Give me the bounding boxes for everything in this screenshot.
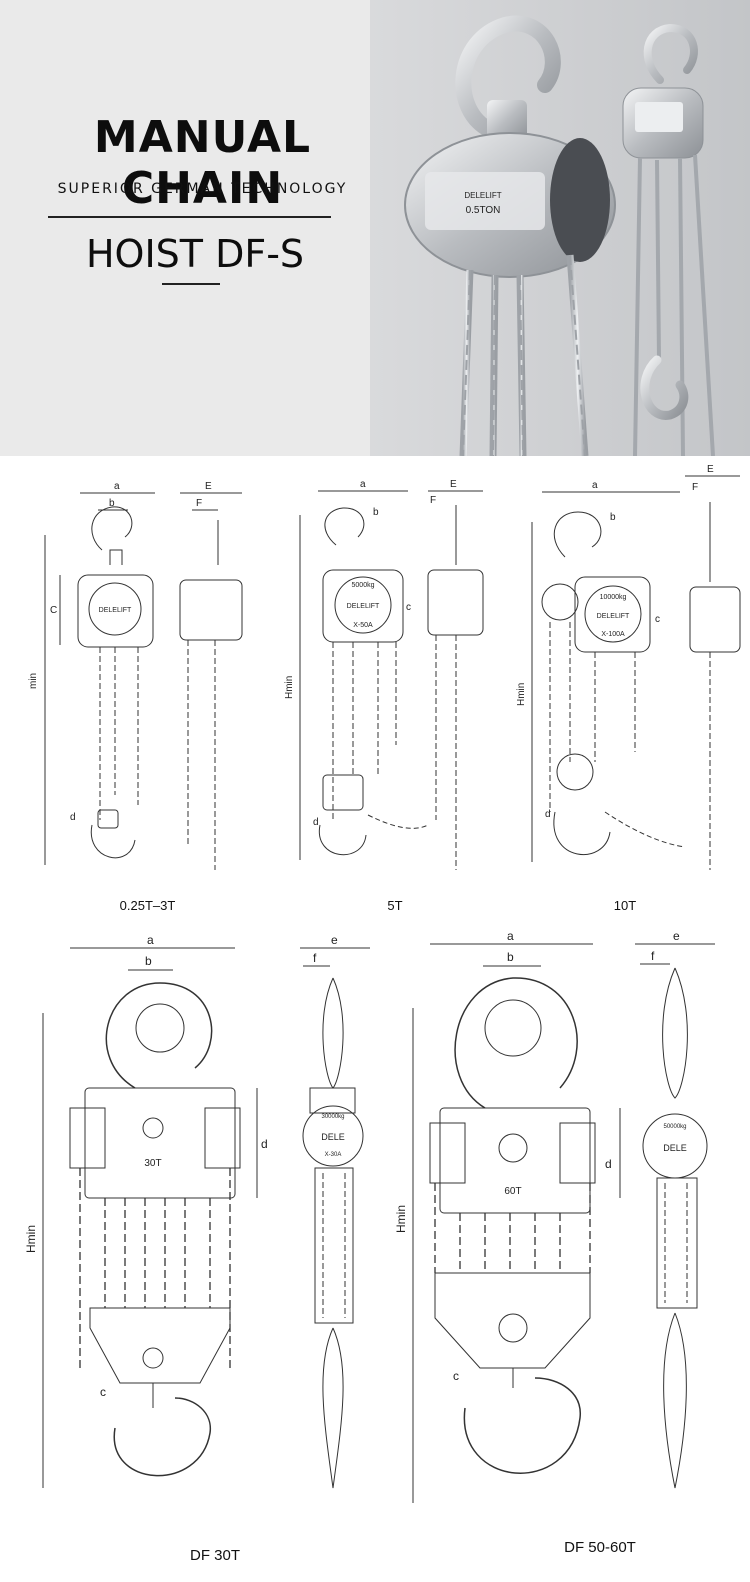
side-rating: 50000kg	[663, 1124, 686, 1130]
dim-label-b: b	[507, 950, 514, 964]
dim-label-e: E	[205, 481, 212, 492]
side-model: X-30A	[325, 1152, 342, 1158]
dim-label-e: e	[673, 929, 680, 943]
plate-label: 30T	[144, 1158, 161, 1169]
dim-label-hmin: Hmin	[516, 683, 527, 706]
drawing-model: X-100A	[601, 631, 625, 638]
dim-label-hmin: Hmin	[25, 1225, 38, 1253]
drawing-brand: DELELIFT	[99, 607, 132, 614]
dim-label-f: f	[313, 951, 317, 965]
dim-label-d: d	[605, 1157, 612, 1171]
dim-label-e: E	[707, 464, 714, 475]
drawing-df-30t: a b d Hmin c 30T e f 30000kg DELE X-30A	[25, 933, 370, 1489]
dim-label-d: d	[70, 812, 76, 823]
drawing-brand: DELELIFT	[347, 603, 380, 610]
drawing-rating: 5000kg	[352, 582, 375, 589]
plate-label: 60T	[504, 1186, 521, 1197]
caption-5t: 5T	[387, 898, 403, 913]
dim-label-c: c	[655, 614, 660, 625]
caption-10t: 10T	[613, 898, 637, 913]
dim-label-c: c	[100, 1385, 106, 1399]
dim-label-min: min	[28, 673, 39, 689]
dim-label-d: d	[313, 817, 319, 828]
banner-subtitle: SUPERIOR GERMAN TECHNOLOGY	[57, 181, 348, 197]
dim-label-e: E	[450, 479, 457, 490]
dim-label-c: c	[453, 1369, 459, 1383]
dim-label-a: a	[507, 929, 514, 943]
banner-underline	[162, 283, 220, 285]
banner-title: MANUAL CHAIN	[93, 112, 312, 214]
dim-label-e: e	[331, 933, 338, 947]
dim-label-a: a	[592, 480, 598, 491]
dim-label-f: f	[651, 949, 655, 963]
hero-banner: MANUAL CHAIN SUPERIOR GERMAN TECHNOLOGY …	[0, 0, 750, 456]
drawing-model: X-50A	[353, 622, 373, 629]
banner-text-panel	[0, 0, 395, 456]
side-brand: DELE	[321, 1132, 345, 1142]
drawing-df-50-60t: a b d Hmin c 60T e f 50000kg DELE	[395, 929, 715, 1503]
dim-label-a: a	[360, 479, 366, 490]
drawing-10t: a b c Hmin d 10000kg DELELIFT X-100A E F	[516, 464, 741, 870]
dim-label-b: b	[610, 512, 616, 523]
caption-df-30t: DF 30T	[189, 1547, 240, 1564]
dim-label-c: c	[406, 602, 411, 613]
dim-label-f: F	[430, 495, 436, 506]
caption-df-50-60t: DF 50-60T	[564, 1539, 636, 1556]
dim-label-f: F	[196, 498, 202, 509]
dim-label-a: a	[114, 481, 120, 492]
dim-label-b: b	[109, 498, 115, 509]
banner-model: HOIST DF-S	[85, 232, 305, 276]
dim-label-hmin: Hmin	[395, 1205, 408, 1233]
photo-label-text: 0.5TON	[466, 205, 501, 216]
drawing-brand: DELELIFT	[597, 613, 630, 620]
dim-label-d: d	[545, 809, 551, 820]
dim-label-f: F	[692, 482, 698, 493]
side-brand: DELE	[663, 1143, 687, 1153]
dim-label-d: d	[261, 1137, 268, 1151]
banner-divider	[48, 216, 331, 218]
drawing-5t: a b c Hmin d 5000kg DELELIFT X-50A E F	[284, 479, 484, 870]
dim-label-hmin: Hmin	[284, 676, 295, 699]
dim-label-b: b	[373, 507, 379, 518]
dim-label-b: b	[145, 954, 152, 968]
photo-brand-text: DELELIFT	[464, 191, 501, 200]
side-rating: 30000kg	[321, 1114, 344, 1120]
drawing-rating: 10000kg	[600, 594, 627, 601]
drawing-0-25t-3t: a b C min d DELELIFT E F	[28, 481, 243, 870]
dim-label-a: a	[147, 933, 154, 947]
hoist-product-photo: DELELIFT 0.5TON	[404, 15, 715, 456]
dim-label-c: C	[50, 605, 57, 616]
caption-0-25t-3t: 0.25T–3T	[119, 898, 176, 913]
